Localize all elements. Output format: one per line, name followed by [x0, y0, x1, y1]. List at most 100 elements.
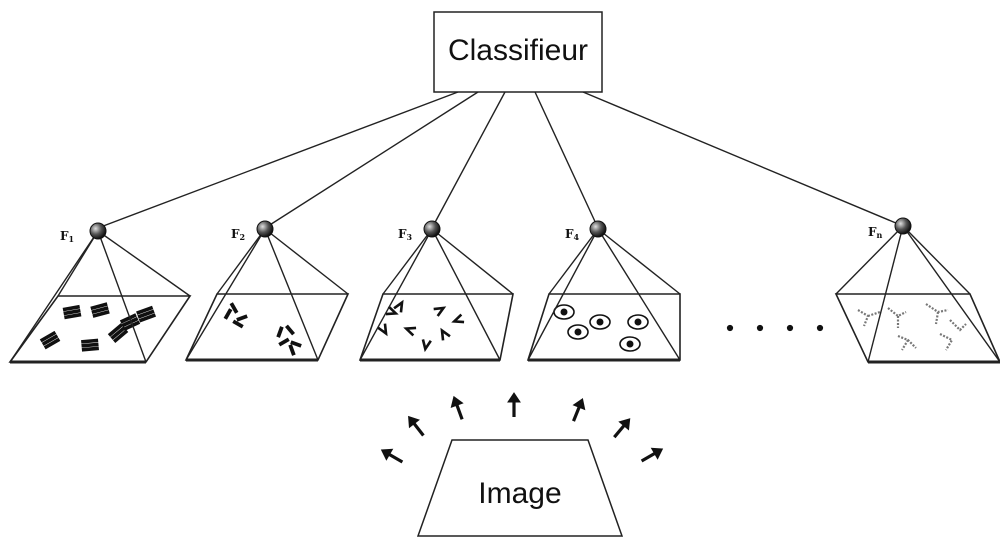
texture-bar-group: [90, 302, 110, 318]
texture-stick: [223, 308, 233, 320]
texture-stick: [236, 314, 248, 322]
ellipsis-dot: [726, 324, 734, 332]
pyramid-edge: [216, 228, 266, 295]
arrow: [613, 418, 631, 439]
connector-line-f1: [97, 91, 459, 229]
pyramid-edge: [867, 225, 904, 363]
feature-plate: [358, 293, 514, 361]
texture-bar-group: [119, 313, 141, 331]
texture-stick: [285, 324, 295, 336]
arrow: [408, 415, 425, 437]
texture-stick: [278, 337, 290, 347]
texture-branch: [925, 303, 949, 325]
feature-label: F3: [398, 227, 413, 242]
feature-texture-blobs: [553, 304, 649, 352]
texture-chevron: [393, 299, 404, 313]
arrow: [450, 395, 464, 420]
texture-stick: [290, 340, 302, 348]
texture-branch: [897, 334, 917, 351]
feature-pyramid-1: F1: [8, 222, 192, 364]
pyramid-edge: [359, 228, 433, 361]
connector-lines: [97, 91, 904, 229]
pyramid-edge: [431, 228, 514, 295]
texture-chevron: [433, 306, 447, 317]
feature-pyramid-5: Fn: [834, 217, 1000, 364]
texture-blob: [567, 324, 589, 340]
pyramid-edge: [97, 230, 147, 363]
pyramid-edge: [597, 228, 681, 295]
texture-chevron: [451, 313, 465, 324]
feature-texture-branches: [857, 303, 967, 351]
arrow: [380, 448, 404, 464]
arrow: [640, 447, 664, 463]
feature-node: [894, 217, 912, 235]
texture-branch: [857, 309, 881, 327]
texture-stick: [276, 326, 284, 338]
texture-blob: [619, 336, 641, 352]
texture-bar-group: [136, 305, 157, 323]
texture-branch: [949, 319, 967, 332]
feature-pyramids: F1 F2 F3 F4 Fn: [8, 217, 1000, 364]
texture-chevron: [403, 326, 417, 337]
pyramid-edge: [97, 230, 191, 297]
pyramid-edge: [185, 228, 266, 361]
image-label: Image: [478, 477, 561, 510]
classifier-label: Classifieur: [448, 34, 588, 67]
feature-texture-bars: [39, 302, 157, 352]
pyramid-edge: [382, 228, 433, 295]
feature-label: F2: [231, 227, 245, 242]
texture-bar-group: [81, 338, 99, 352]
classifier-box: Classifieur: [433, 11, 603, 93]
connector-line-f3: [431, 91, 506, 229]
feature-pyramid-4: F4: [526, 220, 681, 362]
ellipsis-dot: [756, 324, 764, 332]
feature-node: [89, 222, 107, 240]
pyramid-edge: [264, 228, 349, 295]
feature-plate: [184, 293, 350, 361]
texture-blob: [627, 314, 649, 330]
texture-stick: [232, 319, 244, 329]
feature-pyramid-2: F2: [184, 220, 350, 362]
ellipsis-dot: [816, 324, 824, 332]
arrow: [507, 392, 521, 417]
pyramid-edge: [548, 228, 599, 295]
connector-line-f4: [534, 91, 599, 229]
texture-branch: [939, 333, 954, 351]
texture-chevron: [377, 323, 388, 337]
ellipsis-dot: [786, 324, 794, 332]
texture-chevron: [421, 339, 432, 353]
feature-label: Fn: [868, 225, 883, 240]
pyramid-edge: [835, 225, 904, 295]
pyramid-edge: [264, 228, 319, 361]
connector-line-fn: [582, 91, 904, 227]
texture-chevron: [440, 327, 451, 341]
feature-plate: [834, 293, 1000, 363]
pyramid-edge: [902, 225, 1000, 363]
feature-label: F4: [565, 227, 580, 242]
texture-bar-group: [39, 330, 61, 350]
texture-stick: [288, 344, 296, 356]
image-box: Image: [416, 439, 624, 537]
feature-texture-sticks: [223, 302, 302, 356]
pyramid-edge: [431, 228, 501, 361]
upward-arrows: [380, 392, 664, 464]
ellipsis-dots: [726, 324, 824, 332]
pyramid-edge: [902, 225, 971, 295]
texture-bar-group: [107, 323, 129, 343]
feature-node: [256, 220, 274, 238]
feature-label: F1: [60, 229, 74, 244]
pyramid-edge: [527, 228, 599, 361]
feature-pyramid-3: F3: [358, 220, 514, 362]
texture-branch: [887, 307, 907, 328]
feature-node: [423, 220, 441, 238]
connector-line-f2: [264, 91, 479, 229]
feature-texture-chevrons: [377, 299, 465, 353]
texture-chevron: [385, 305, 399, 316]
texture-stick: [229, 302, 239, 314]
pyramid-edge: [9, 230, 99, 363]
feature-node: [589, 220, 607, 238]
pyramid-edge: [597, 228, 681, 361]
texture-bar-group: [62, 304, 82, 320]
arrow: [572, 398, 586, 422]
